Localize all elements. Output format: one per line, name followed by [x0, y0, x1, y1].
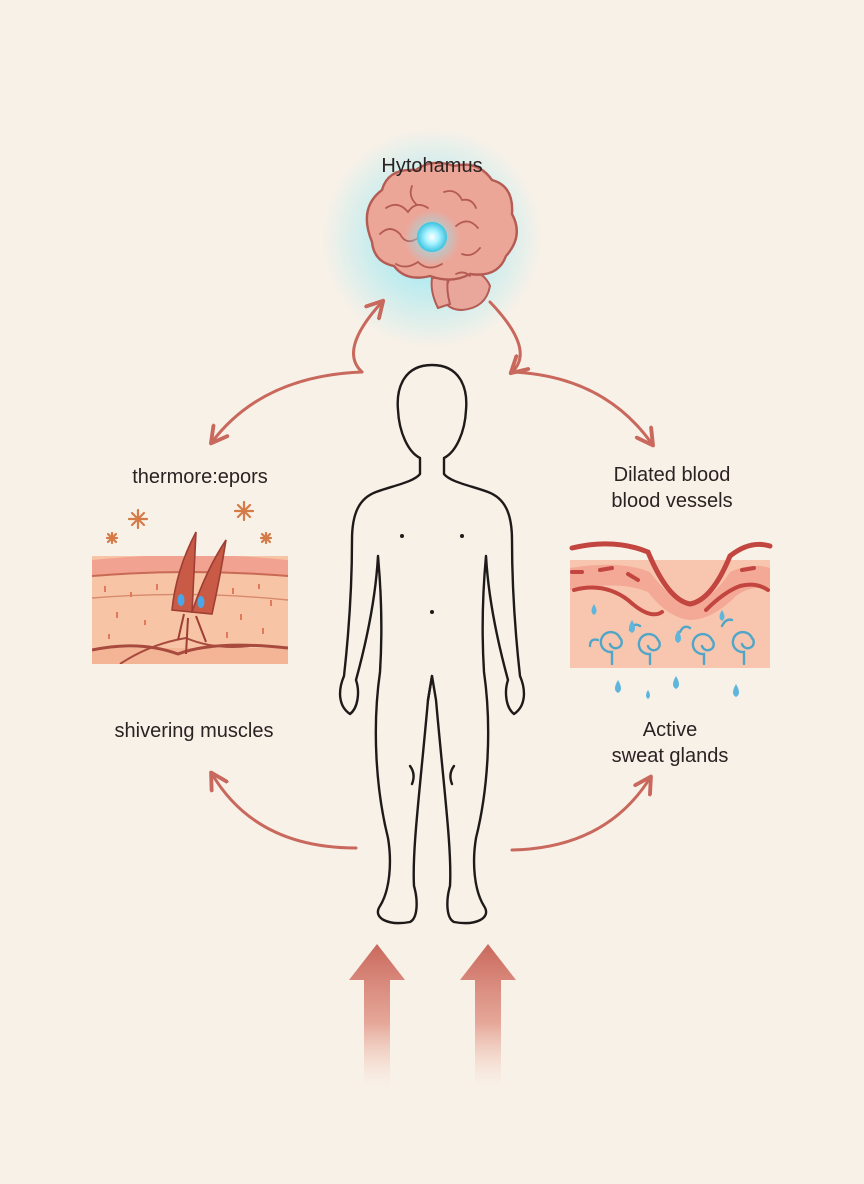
dilated-vessels-label: Dilated blood blood vessels — [562, 462, 782, 514]
skin-thermoreceptor-icon — [92, 500, 288, 664]
sweat-glands-label-line1: Active — [642, 719, 698, 741]
heat-arrow-left — [349, 944, 405, 1086]
sweat-glands-label-line2: sweat glands — [611, 745, 729, 767]
arrow-to-vessels — [510, 370, 652, 444]
arrow-to-brain-left — [352, 302, 382, 374]
chest-dot-left — [400, 534, 404, 538]
hypothalamus-label: Hytohamus — [381, 155, 483, 177]
chest-dot-right — [460, 534, 464, 538]
arrow-to-thermoreceptors — [212, 370, 364, 442]
arrow-to-sweat — [510, 778, 650, 852]
dilated-blood-vessels-icon — [569, 541, 773, 699]
brain-icon — [322, 128, 542, 348]
human-body-icon — [338, 363, 526, 925]
arrow-to-shivering — [212, 774, 358, 850]
sweat-glands-label: Active sweat glands — [560, 717, 780, 769]
navel-dot — [430, 610, 434, 614]
arrow-from-brain-right — [488, 300, 520, 372]
shivering-muscles-label: shivering muscles — [114, 720, 274, 742]
heat-up-arrow-icon — [349, 944, 516, 1086]
heat-arrow-right — [460, 944, 516, 1086]
dilated-vessels-label-line2: blood vessels — [611, 490, 733, 512]
dilated-vessels-label-line1: Dilated blood — [613, 464, 731, 486]
feedback-arrows — [212, 300, 652, 852]
thermoreceptors-label: thermore:epors — [132, 466, 268, 488]
